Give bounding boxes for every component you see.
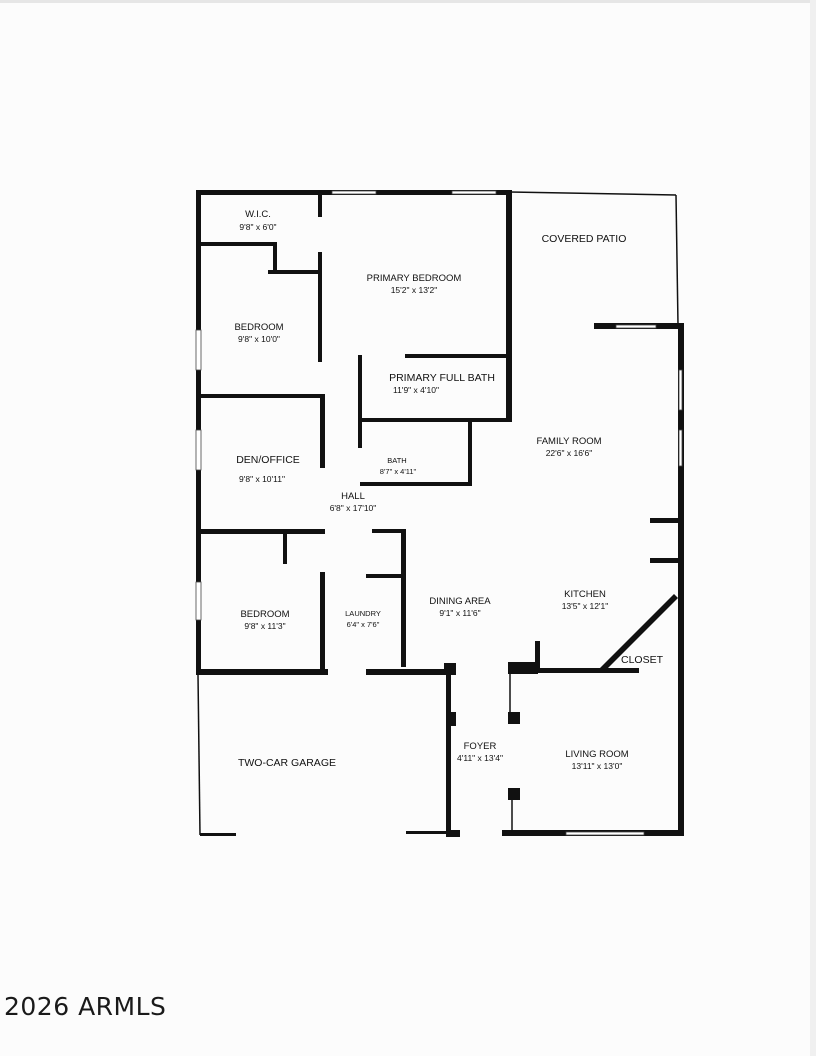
wic-dim: 9'8" x 6'0" [239,222,276,232]
hall-dim: 6'8" x 17'10" [330,503,377,513]
foyer-dim: 4'11" x 13'4" [457,753,503,763]
dining-dim: 9'1" x 11'6" [439,608,480,618]
scan-edge-top [0,0,816,3]
family-room-name: FAMILY ROOM [536,436,601,447]
scan-edge-right [810,0,816,1056]
den-office-dim: 9'8" x 10'11" [239,474,285,484]
foyer-name: FOYER [464,741,497,752]
garage-name: TWO-CAR GARAGE [238,757,336,769]
dining-name: DINING AREA [429,596,491,607]
living-room-dim: 13'11" x 13'0" [572,761,623,771]
family-room-dim: 22'6" x 16'6" [546,448,593,458]
bath-dim: 8'7" x 4'11" [380,467,417,476]
primary-bedroom-name: PRIMARY BEDROOM [367,273,462,284]
bedroom-1-dim: 9'8" x 10'0" [238,334,280,344]
living-room-name: LIVING ROOM [565,749,628,760]
walls [196,190,684,837]
laundry-dim: 6'4" x 7'6" [347,620,380,629]
closet-name: CLOSET [621,654,664,666]
kitchen-name: KITCHEN [564,589,606,600]
room-labels: W.I.C. 9'8" x 6'0" PRIMARY BEDROOM 15'2"… [234,209,663,771]
primary-bath-dim: 11'9" x 4'10" [393,385,439,395]
bath-name: BATH [387,456,406,465]
primary-bath-name: PRIMARY FULL BATH [389,372,495,384]
bedroom-2-name: BEDROOM [240,609,289,620]
kitchen-dim: 13'5" x 12'1" [562,601,609,611]
primary-bedroom-dim: 15'2" x 13'2" [391,285,438,295]
bedroom-1-name: BEDROOM [234,322,283,333]
covered-patio-name: COVERED PATIO [542,233,627,245]
bedroom-2-dim: 9'8" x 11'3" [244,621,285,631]
hall-name: HALL [341,491,365,502]
den-office-name: DEN/OFFICE [236,454,300,466]
wic-name: W.I.C. [245,209,271,220]
watermark: 2026 ARMLS [4,992,167,1021]
windows [195,190,683,836]
laundry-name: LAUNDRY [345,609,381,618]
